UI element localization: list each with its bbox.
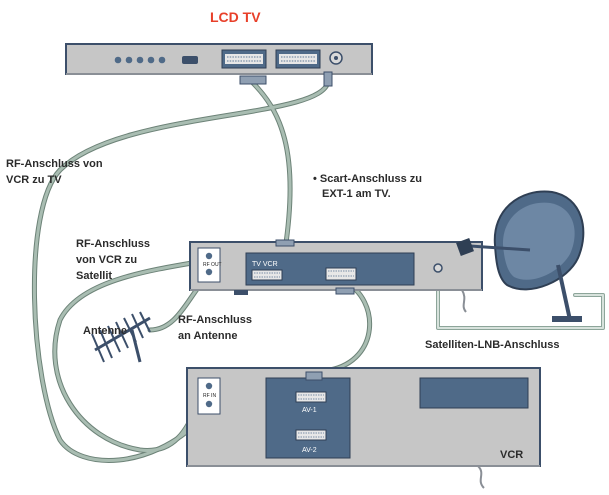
label-rf-vcr-sat-3: Satellit — [76, 270, 112, 282]
receiver-scart-tv — [251, 269, 283, 281]
receiver-lnb-input — [433, 263, 443, 273]
lcd-tv — [65, 43, 373, 87]
label-rf-vcr-sat-1: RF-Anschluss — [76, 238, 150, 250]
dish-base — [552, 316, 582, 322]
receiver-rf-out-label: RF OUT — [203, 262, 222, 268]
vcr-av-panel — [265, 377, 351, 459]
tv-scart-port-1 — [221, 49, 267, 69]
label-antenne: Antenne — [83, 325, 127, 337]
label-rf-vcr-tv-1: RF-Anschluss von — [6, 158, 103, 170]
label-rf-vcr-sat-2: von VCR zu — [76, 254, 137, 266]
label-scart-1: • Scart-Anschluss zu — [313, 173, 422, 185]
label-vcr: VCR — [500, 449, 523, 461]
receiver-scart-vcr — [325, 267, 357, 281]
page-title: LCD TV — [210, 9, 261, 25]
tv-vga-port — [182, 56, 198, 64]
label-rf-vcr-tv-2: VCR zu TV — [6, 174, 62, 186]
av2-label: AV-2 — [302, 447, 317, 454]
vcr-rf-in-label: RF IN — [203, 393, 216, 399]
tv-buttons — [114, 56, 166, 64]
vcr-rf-module — [197, 377, 221, 415]
label-sat-lnb: Satelliten-LNB-Anschluss — [425, 339, 559, 351]
receiver-rf-module — [197, 247, 221, 283]
vcr-device: RF IN AV-1 AV-2 — [186, 367, 541, 489]
cables — [31, 79, 605, 463]
av1-label: AV-1 — [302, 407, 317, 414]
tv-scart-port-2 — [275, 49, 321, 69]
vcr-scart-av1 — [295, 391, 327, 403]
vcr-cassette-slot — [419, 377, 529, 409]
satellite-receiver: RF OUT TV VCR — [189, 239, 483, 295]
terrestrial-antenna — [91, 311, 151, 363]
satellite-dish — [456, 190, 585, 322]
tv-vcr-label: TV VCR — [252, 261, 278, 268]
vcr-scart-av2 — [295, 429, 327, 441]
label-rf-ant-2: an Antenne — [178, 330, 238, 342]
label-scart-2: EXT-1 am TV. — [322, 188, 391, 200]
label-rf-ant-1: RF-Anschluss — [178, 314, 252, 326]
